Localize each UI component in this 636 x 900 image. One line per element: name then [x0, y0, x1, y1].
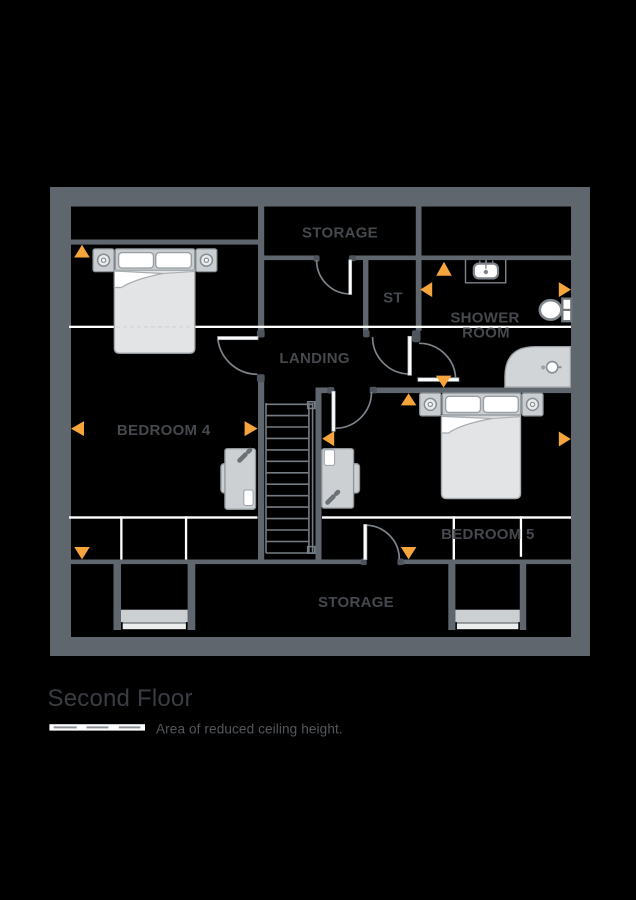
svg-text:STORAGE: STORAGE	[318, 594, 394, 611]
svg-text:Second Floor: Second Floor	[48, 685, 193, 712]
svg-text:ST: ST	[383, 290, 403, 307]
svg-text:SHOWER: SHOWER	[450, 310, 519, 327]
svg-text:BEDROOM 5: BEDROOM 5	[441, 526, 535, 543]
svg-text:STORAGE: STORAGE	[302, 225, 378, 242]
svg-text:LANDING: LANDING	[279, 350, 349, 367]
svg-text:Area of reduced ceiling height: Area of reduced ceiling height.	[156, 722, 343, 737]
svg-text:BEDROOM 4: BEDROOM 4	[117, 422, 211, 439]
svg-text:ROOM: ROOM	[462, 325, 510, 342]
